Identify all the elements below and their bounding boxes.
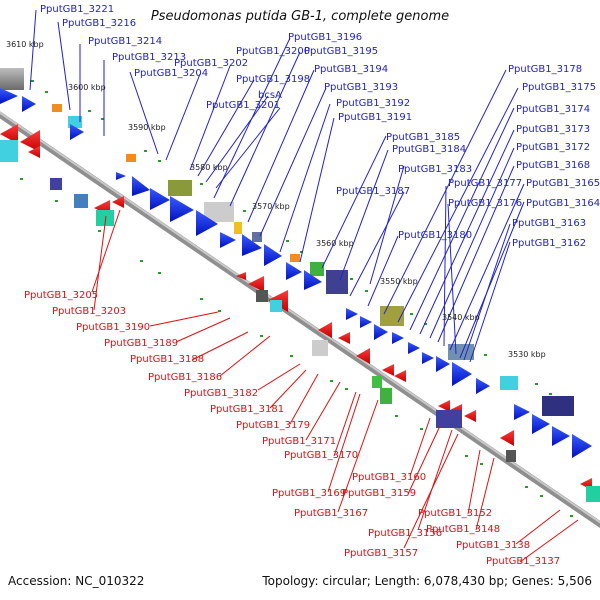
reverse-gene-label: PputGB1_3152 — [418, 508, 492, 519]
forward-gene-label: PputGB1_3221 — [40, 4, 114, 15]
forward-gene-label: PputGB1_3187 — [336, 186, 410, 197]
reverse-gene-label: PputGB1_3205 — [24, 290, 98, 301]
reverse-gene-label: PputGB1_3156 — [368, 528, 442, 539]
reverse-gene-label: PputGB1_3160 — [352, 472, 426, 483]
reverse-gene-labels: PputGB1_3205PputGB1_3203PputGB1_3190Pput… — [24, 290, 560, 567]
forward-gene-labels: PputGB1_3221PputGB1_3216PputGB1_3214Pput… — [40, 4, 600, 249]
kbp-tick-label: 3610 kbp — [6, 40, 44, 49]
reverse-gene-label: PputGB1_3171 — [262, 436, 336, 447]
kbp-ticks: 3610 kbp 3600 kbp 3590 kbp 3580 kbp 3570 kbp… — [6, 40, 546, 359]
reverse-gene-label: PputGB1_3159 — [342, 488, 416, 499]
forward-gene-label: PputGB1_3177 — [448, 178, 522, 189]
forward-gene-label: PputGB1_3172 — [516, 142, 590, 153]
forward-gene-label: PputGB1_3216 — [62, 18, 136, 29]
kbp-tick-label: 3580 kbp — [190, 163, 228, 172]
forward-gene-arrows — [0, 88, 592, 458]
genome-title: Pseudomonas putida GB-1, complete genome — [150, 9, 450, 24]
forward-gene-label: PputGB1_3184 — [392, 144, 466, 155]
kbp-tick-label: 3540 kbp — [442, 313, 480, 322]
forward-gene-label: PputGB1_3200 — [236, 46, 310, 57]
reverse-gene-label: PputGB1_3182 — [184, 388, 258, 399]
forward-gene-label: PputGB1_3204 — [134, 68, 208, 79]
forward-leader-lines — [29, 9, 525, 363]
forward-gene-label: PputGB1_3198 — [236, 74, 310, 85]
forward-gene-label: PputGB1_3214 — [88, 36, 162, 47]
forward-gene-label: PputGB1_3185 — [386, 132, 460, 143]
forward-gene-label: PputGB1_3180 — [398, 230, 472, 241]
forward-gene-label: PputGB1_3173 — [516, 124, 590, 135]
forward-gene-label: PputGB1_3202 — [174, 58, 248, 69]
reverse-gene-label: PputGB1_3203 — [52, 306, 126, 317]
forward-gene-label: bcsA — [258, 90, 282, 101]
reverse-gene-label: PputGB1_3148 — [426, 524, 500, 535]
forward-gene-label: PputGB1_3195 — [304, 46, 378, 57]
reverse-gene-label: PputGB1_3138 — [456, 540, 530, 551]
kbp-tick-label: 3550 kbp — [380, 277, 418, 286]
reverse-gene-label: PputGB1_3188 — [130, 354, 204, 365]
forward-gene-label: PputGB1_3193 — [324, 82, 398, 93]
feature-boxes-bottom — [0, 140, 600, 502]
forward-gene-label: PputGB1_3201 — [206, 100, 280, 111]
reverse-gene-label: PputGB1_3181 — [210, 404, 284, 415]
reverse-gene-label: PputGB1_3170 — [284, 450, 358, 461]
forward-gene-label: PputGB1_3163 — [512, 218, 586, 229]
reverse-gene-label: PputGB1_3169 — [272, 488, 346, 499]
forward-gene-label: PputGB1_3178 — [508, 64, 582, 75]
kbp-tick-label: 3530 kbp — [508, 350, 546, 359]
gc-track-top — [30, 80, 552, 395]
reverse-gene-label: PputGB1_3179 — [236, 420, 310, 431]
reverse-leader-lines — [91, 209, 579, 563]
reverse-gene-label: PputGB1_3167 — [294, 508, 368, 519]
accession-label: Accession: NC_010322 — [8, 574, 145, 588]
forward-gene-label: PputGB1_3168 — [516, 160, 590, 171]
reverse-gene-label: PputGB1_3190 — [76, 322, 150, 333]
genome-line — [0, 111, 600, 528]
reverse-gene-arrows — [0, 124, 592, 490]
forward-gene-label: PputGB1_3165 — [526, 178, 600, 189]
forward-gene-label: PputGB1_3194 — [314, 64, 388, 75]
genome-summary: Topology: circular; Length: 6,078,430 bp… — [262, 574, 592, 588]
reverse-gene-label: PputGB1_3186 — [148, 372, 222, 383]
forward-gene-label: PputGB1_3164 — [526, 198, 600, 209]
forward-gene-label: PputGB1_3192 — [336, 98, 410, 109]
forward-gene-label: PputGB1_3213 — [112, 52, 186, 63]
kbp-tick-label: 3570 kbp — [252, 202, 290, 211]
gc-track-bottom — [20, 178, 573, 517]
reverse-gene-label: PputGB1_3157 — [344, 548, 418, 559]
kbp-tick-label: 3590 kbp — [128, 123, 166, 132]
kbp-tick-label: 3560 kbp — [316, 239, 354, 248]
forward-gene-label: PputGB1_3191 — [338, 112, 412, 123]
forward-gene-label: PputGB1_3162 — [512, 238, 586, 249]
reverse-gene-label: PputGB1_3189 — [104, 338, 178, 349]
kbp-tick-label: 3600 kbp — [68, 83, 106, 92]
forward-gene-label: PputGB1_3183 — [398, 164, 472, 175]
forward-gene-label: PputGB1_3176 — [448, 198, 522, 209]
forward-gene-label: PputGB1_3196 — [288, 32, 362, 43]
forward-gene-label: PputGB1_3175 — [522, 82, 596, 93]
reverse-gene-label: PputGB1_3137 — [486, 556, 560, 567]
forward-gene-label: PputGB1_3174 — [516, 104, 590, 115]
genome-line-highlight — [0, 111, 600, 524]
